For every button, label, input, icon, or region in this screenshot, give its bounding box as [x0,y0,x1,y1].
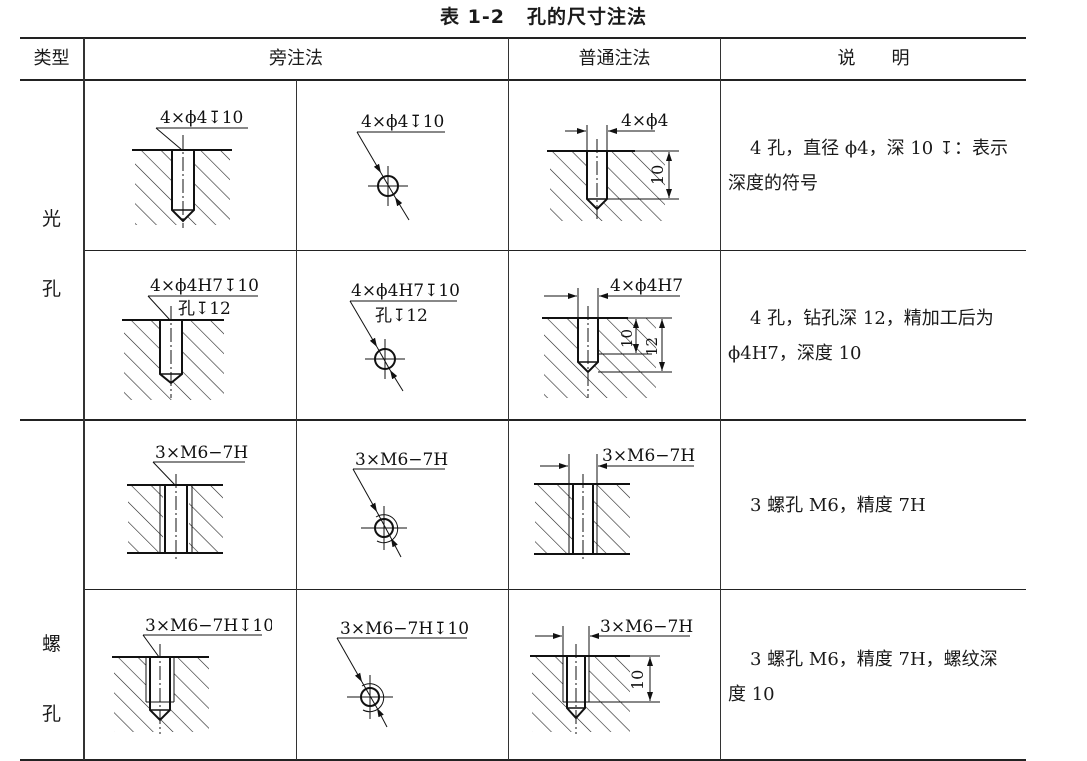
paraxial-section-figure: 3×M6−7H [125,440,255,569]
callout-text: 3×M6−7H [355,450,448,470]
callout-text: 3×M6−7H↧10 [145,616,272,636]
callout-text: 4×ϕ4↧10 [361,112,444,132]
table-title: 表 1-2 孔的尺寸注法 [0,2,1087,29]
depth-dimension: 10 [648,165,667,185]
paraxial-plan-figure: 4×ϕ4H7↧10 孔↧12 [345,275,475,409]
row-divider-3 [83,589,1026,590]
paraxial-plan-figure: 4×ϕ4↧10 [345,100,475,234]
header-paraxial: 旁注法 [269,48,323,69]
header-normal: 普通注法 [578,48,651,69]
paraxial-section-figure: 4×ϕ4H7↧10 孔↧12 [120,270,280,409]
callout-text: 4×ϕ4↧10 [160,108,243,128]
description-text: 3 螺孔 M6，精度 7H，螺纹深 度 10 [728,649,998,705]
callout-subtext: 孔↧12 [178,299,231,319]
table-caption: 孔的尺寸注法 [526,6,647,28]
type-label-char: 光 [41,208,61,230]
header-bottom-border [20,79,1026,81]
type-label-char: 孔 [41,703,61,725]
callout-text: 4×ϕ4H7↧10 [351,281,460,301]
description-text: 4 孔，直径 ϕ4，深 10 ↧：表示 深度的符号 [728,138,1009,194]
table-bottom-border [20,759,1026,761]
dimension-label: 4×ϕ4H7 [610,276,683,296]
normal-dimension-figure: 3×M6−7H [532,440,702,569]
table-top-border [20,37,1026,39]
header-description: 说 明 [837,48,910,69]
table-number: 表 1-2 [440,6,505,28]
col-divider-normal [508,38,509,760]
callout-subtext: 孔↧12 [375,306,428,326]
dimension-label: 3×M6−7H [602,446,695,466]
callout-text: 3×M6−7H [155,443,248,463]
depth-dimension: 10 [618,329,636,348]
paraxial-section-figure: 4×ϕ4↧10 [130,100,250,234]
callout-text: 3×M6−7H↧10 [340,619,469,639]
paraxial-section-figure: 3×M6−7H↧10 [112,612,274,741]
dimension-label: 4×ϕ4 [621,111,668,131]
type-label-char: 螺 [41,633,61,655]
drill-depth-dimension: 12 [643,337,661,356]
type-label-char: 孔 [41,278,61,300]
normal-dimension-figure: 4×ϕ4H7 10 12 [540,272,690,406]
row-divider-1 [83,250,1026,251]
normal-dimension-figure: 4×ϕ4 10 [545,105,685,229]
paraxial-plan-figure: 3×M6−7H↧10 [335,612,485,741]
col-divider-desc [720,38,721,760]
description-text: 3 螺孔 M6，精度 7H [750,495,926,516]
header-type: 类型 [33,48,70,69]
dimension-label: 3×M6−7H [600,617,693,637]
description-text: 4 孔，钻孔深 12，精加工后为 ϕ4H7，深度 10 [728,308,994,364]
callout-text: 4×ϕ4H7↧10 [150,276,259,296]
col-divider-type [83,38,85,760]
paraxial-plan-figure: 3×M6−7H [345,440,475,569]
depth-dimension: 10 [628,670,647,690]
group-divider [20,419,1026,421]
col-divider-paraxial-inner [296,80,297,760]
normal-dimension-figure: 3×M6−7H 10 [530,612,700,741]
